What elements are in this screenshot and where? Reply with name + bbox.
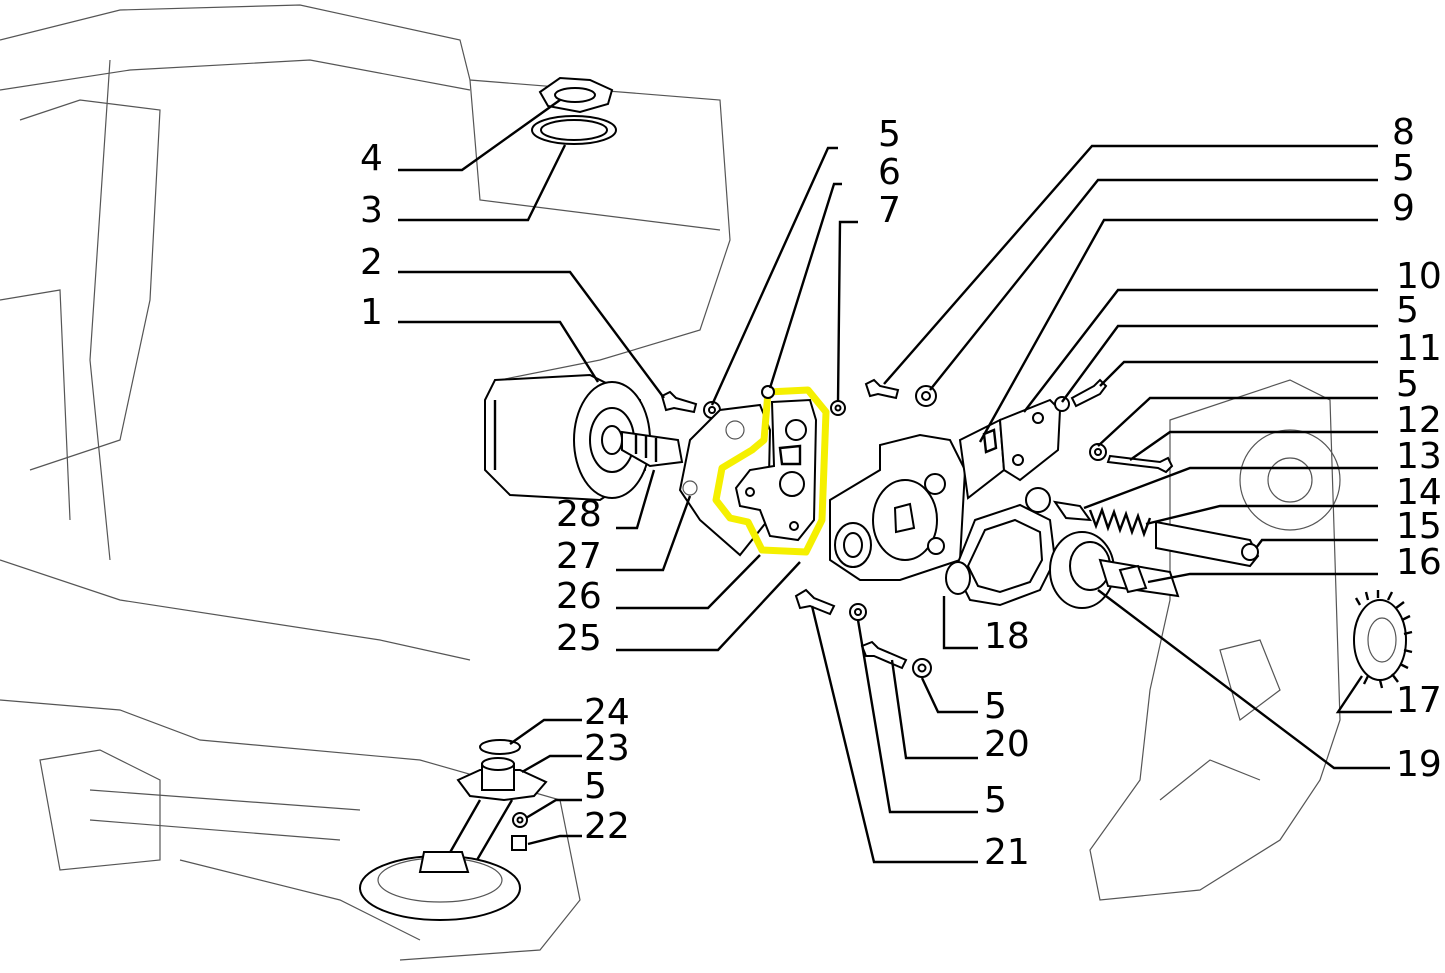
callout-5-r2: 5 [1396,290,1419,331]
screw-22 [511,835,527,851]
callout-23: 23 [584,728,630,769]
callout-1: 1 [360,292,383,333]
callout-24: 24 [584,692,630,733]
screw-11 [1070,378,1108,408]
leader-lines [398,99,1392,864]
washer-5b [915,385,937,407]
callout-9: 9 [1392,188,1415,229]
timing-cover-outline [1089,379,1341,901]
screw-8 [864,378,900,400]
callout-8: 8 [1392,112,1415,153]
screw-20 [860,640,908,670]
callout-labels: 4 3 2 1 28 27 26 25 24 23 5 22 5 6 7 8 5… [360,112,1442,873]
engine-block-outline [0,4,731,961]
callout-16: 16 [1396,542,1442,583]
callout-18: 18 [984,616,1030,657]
washer-7 [830,400,846,416]
pickup-strainer [359,851,521,921]
gasket-18 [945,487,1057,607]
callout-14: 14 [1396,472,1442,513]
callout-21: 21 [984,832,1030,873]
callout-2: 2 [360,242,383,283]
callout-10: 10 [1396,256,1442,297]
callout-25: 25 [556,618,602,659]
callout-6: 6 [878,152,901,193]
callout-5-r1: 5 [1392,148,1415,189]
callout-28: 28 [556,494,602,535]
pump-cover [998,398,1062,482]
gasket-highlighted [712,386,830,556]
washer-5c [1054,396,1070,412]
drive-gear [1353,590,1413,689]
rotor-shaft [1098,558,1180,598]
callout-5-top: 5 [878,114,901,155]
screw-21 [794,588,836,616]
plug-15 [1155,520,1260,568]
callout-5-b2: 5 [984,780,1007,821]
callout-20: 20 [984,724,1030,765]
washer-5e [849,603,867,621]
pickup-flange-23 [456,757,548,802]
callout-17: 17 [1396,680,1442,721]
callout-7: 7 [878,190,901,231]
callout-5-pickup: 5 [584,766,607,807]
callout-5-b1: 5 [984,686,1007,727]
filter-union [621,430,684,468]
filler-seal [531,115,617,145]
callout-22: 22 [584,806,630,847]
callout-4: 4 [360,138,383,179]
washer-5g [512,812,528,828]
callout-11: 11 [1396,328,1442,369]
filler-cap [538,76,614,114]
callout-5-r3: 5 [1396,364,1419,405]
oil-filter [484,373,651,502]
pump-body [829,433,967,581]
plunger-13 [1052,500,1093,522]
callout-19: 19 [1396,744,1442,785]
screw-2 [660,390,698,414]
bolt-12 [1106,454,1174,474]
callout-13: 13 [1396,436,1442,477]
washer-6 [761,385,775,399]
callout-3: 3 [360,190,383,231]
washer-5d [1089,443,1107,461]
washer-5f [912,658,932,678]
callout-12: 12 [1396,400,1442,441]
callout-26: 26 [556,576,602,617]
callout-27: 27 [556,536,602,577]
spring-14 [1088,506,1152,538]
cover-plate [958,418,1006,500]
callout-15: 15 [1396,506,1442,547]
